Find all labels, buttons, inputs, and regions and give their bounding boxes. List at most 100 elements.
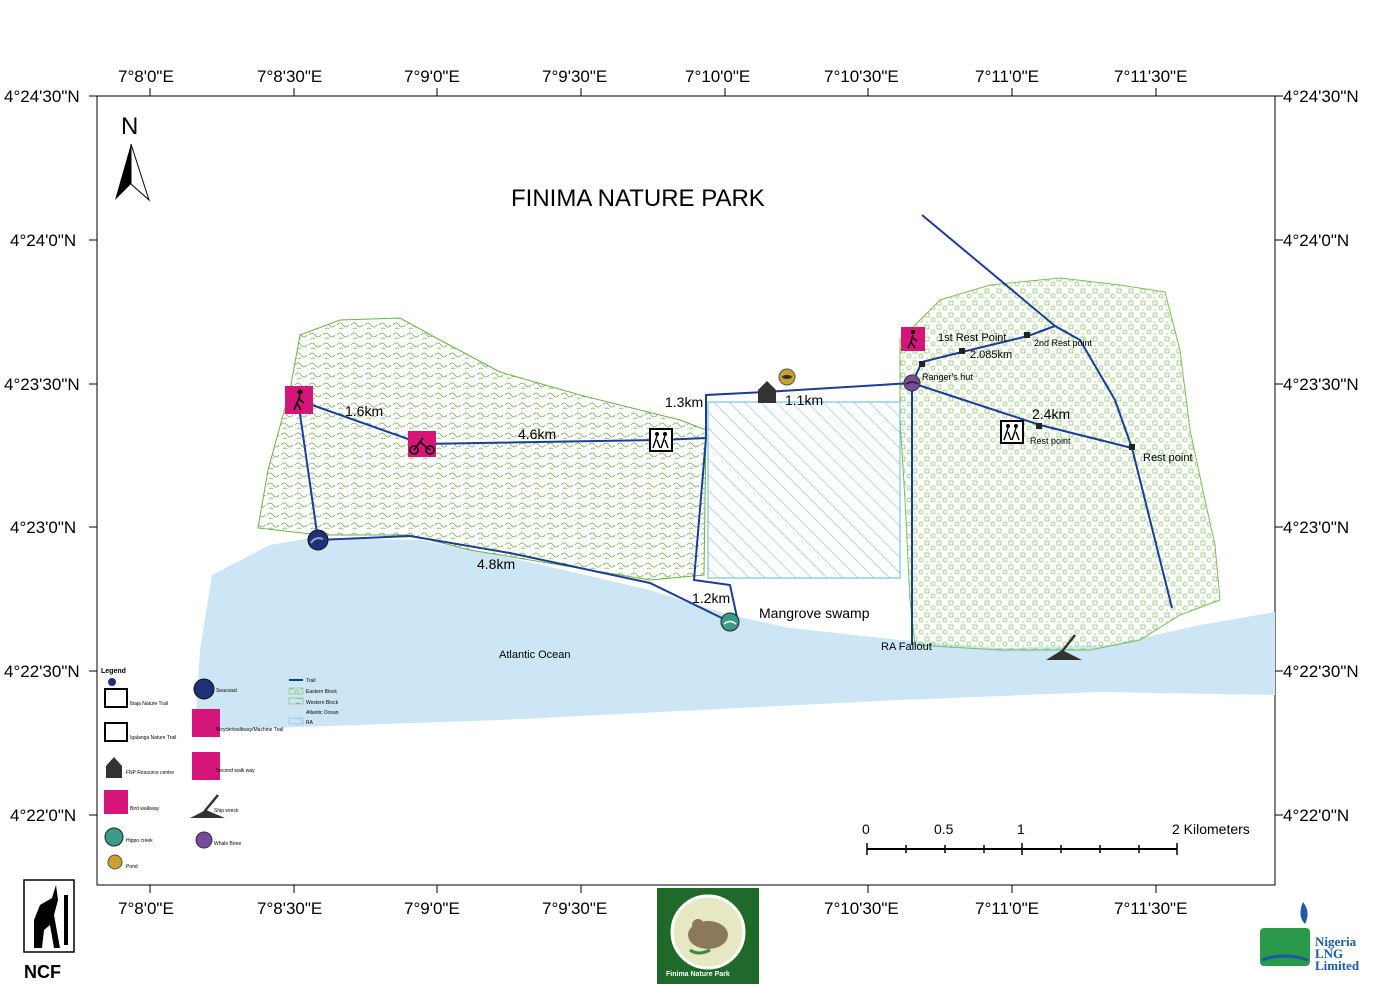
lat-label: 4°23'0"N [10, 518, 76, 537]
pond-icon [778, 368, 796, 386]
lon-label: 7°9'30"E [542, 899, 607, 918]
eastern-block-area [899, 277, 1221, 651]
seacoast-icon [307, 529, 329, 551]
lat-label: 4°23'30"N [1283, 375, 1359, 394]
lon-label: 7°9'0"E [404, 899, 460, 918]
bottom-longitude-labels: 7°8'0"E 7°8'30"E 7°9'0"E 7°9'30"E 7°10'3… [118, 899, 1187, 918]
nlng-line1: Nigeria [1315, 934, 1357, 949]
lon-label: 7°11'30"E [1114, 899, 1187, 918]
ra-fallout-label: RA Fallout [881, 641, 932, 653]
ra-area [707, 401, 901, 579]
lon-label: 7°9'0"E [404, 67, 460, 86]
hippo-creek-icon [720, 612, 740, 632]
legend-item: Bicycle/walkway/Machine Trail [216, 727, 283, 733]
ncf-logo: NCF [23, 879, 75, 982]
scale-label: 1 [1017, 821, 1025, 837]
whale-bone-icon [903, 374, 921, 392]
distance-label: 1.2km [692, 590, 730, 606]
distance-label: 4.8km [477, 556, 515, 572]
lon-label: 7°11'30"E [1114, 67, 1187, 86]
mangrove-swamp-label: Mangrove swamp [759, 605, 870, 621]
lon-label: 7°10'0"E [685, 67, 750, 86]
distance-label: 4.6km [518, 426, 556, 442]
left-latitude-labels: 4°24'30"N 4°24'0"N 4°23'30"N 4°23'0"N 4°… [4, 87, 80, 825]
legend-item: Igalanga Nature Trail [130, 735, 176, 741]
lon-label: 7°8'0"E [118, 899, 174, 918]
distance-label: 1.6km [345, 403, 383, 419]
rest-point-label: Rest point [1030, 436, 1071, 446]
nlng-line2: LNG [1315, 946, 1343, 961]
nlng-logo: Nigeria LNG Limited [1260, 902, 1360, 973]
nlng-line3: Limited [1315, 958, 1360, 973]
lon-label: 7°8'30"E [257, 899, 322, 918]
atlantic-ocean-label: Atlantic Ocean [499, 649, 571, 661]
legend: Legend Ibaja Nature Trail Igalanga Natur… [101, 668, 339, 870]
lon-label: 7°11'0"E [975, 67, 1039, 86]
igalanga-nature-trail-icon [649, 428, 673, 452]
bird-walkway-icon [285, 386, 313, 414]
right-latitude-labels: 4°24'30"N 4°24'0"N 4°23'30"N 4°23'0"N 4°… [1283, 87, 1359, 825]
lat-label: 4°23'0"N [1283, 518, 1349, 537]
lat-label: 4°22'0"N [10, 806, 76, 825]
legend-title: Legend [101, 668, 126, 675]
legend-item: Western Block [306, 700, 339, 706]
distance-label: 1.1km [785, 392, 823, 408]
lon-label: 7°9'30"E [542, 67, 607, 86]
legend-item: Bird walkway [130, 806, 160, 812]
legend-item: Ibaja Nature Trail [130, 701, 168, 707]
legend-item: RA [306, 720, 314, 726]
ncf-label: NCF [24, 962, 61, 982]
legend-item: Ship wreck [214, 808, 239, 814]
scale-label: 0 [862, 821, 870, 837]
lon-label: 7°10'30"E [824, 899, 899, 918]
lat-label: 4°24'30"N [4, 87, 80, 106]
lon-label: 7°8'30"E [257, 67, 322, 86]
ship-wreck-icon [1046, 634, 1082, 660]
distance-label: 2.085km [970, 349, 1012, 361]
lat-label: 4°22'0"N [1283, 806, 1349, 825]
legend-item: Hippo creek [126, 838, 153, 844]
lon-label: 7°8'0"E [118, 67, 174, 86]
resource-centre-icon [758, 381, 776, 403]
scale-label: 0.5 [934, 821, 954, 837]
legend-item: FNP Resource centre [126, 770, 174, 776]
scale-label: 2 Kilometers [1172, 821, 1250, 837]
bicycle-trail-icon [408, 431, 436, 457]
lon-label: 7°11'0"E [975, 899, 1039, 918]
lat-label: 4°23'30"N [4, 375, 80, 394]
legend-item: Trail [306, 678, 316, 684]
legend-item: Seacoast [216, 688, 237, 694]
frame-ticks [89, 88, 1283, 893]
park-logo-label: Finima Nature Park [666, 971, 730, 978]
map-title: FINIMA NATURE PARK [511, 185, 765, 212]
distance-label: 2.4km [1032, 406, 1070, 422]
lat-label: 4°24'0"N [10, 231, 76, 250]
place-labels: Mangrove swamp Atlantic Ocean RA Fallout… [499, 332, 1193, 661]
legend-item: Whale Bone [214, 841, 241, 847]
ibaja-nature-trail-icon [1000, 420, 1024, 444]
legend-item: Eastern Block [306, 689, 337, 695]
lon-label: 7°10'30"E [824, 67, 899, 86]
rangers-hut-label: Ranger's hut [922, 372, 973, 382]
finima-park-logo: Finima Nature Park [657, 888, 759, 984]
lat-label: 4°24'30"N [1283, 87, 1359, 106]
scale-bar: 0 0.5 1 2 Kilometers [862, 821, 1250, 855]
lat-label: 4°24'0"N [1283, 231, 1349, 250]
second-walkway-icon [901, 327, 925, 351]
rest-point-markers [919, 332, 1135, 450]
first-rest-point-label: 1st Rest Point [938, 332, 1006, 344]
distance-labels: 1.6km 4.6km 1.3km 1.1km 4.8km 1.2km 2.08… [345, 349, 1070, 606]
legend-item: Pond [126, 864, 138, 870]
distance-label: 1.3km [665, 394, 703, 410]
second-rest-point-label: 2nd Rest point [1034, 338, 1093, 348]
legend-item: Second walk way [216, 768, 255, 774]
western-block-area [257, 317, 707, 581]
atlantic-ocean-area [195, 538, 1275, 730]
lat-label: 4°22'30"N [4, 662, 80, 681]
north-label: N [121, 113, 138, 140]
rest-point-label: Rest point [1143, 452, 1193, 464]
north-arrow: N [115, 113, 151, 202]
top-longitude-labels: 7°8'0"E 7°8'30"E 7°9'0"E 7°9'30"E 7°10'0… [118, 67, 1187, 86]
legend-item: Atlantic Ocean [306, 710, 339, 716]
